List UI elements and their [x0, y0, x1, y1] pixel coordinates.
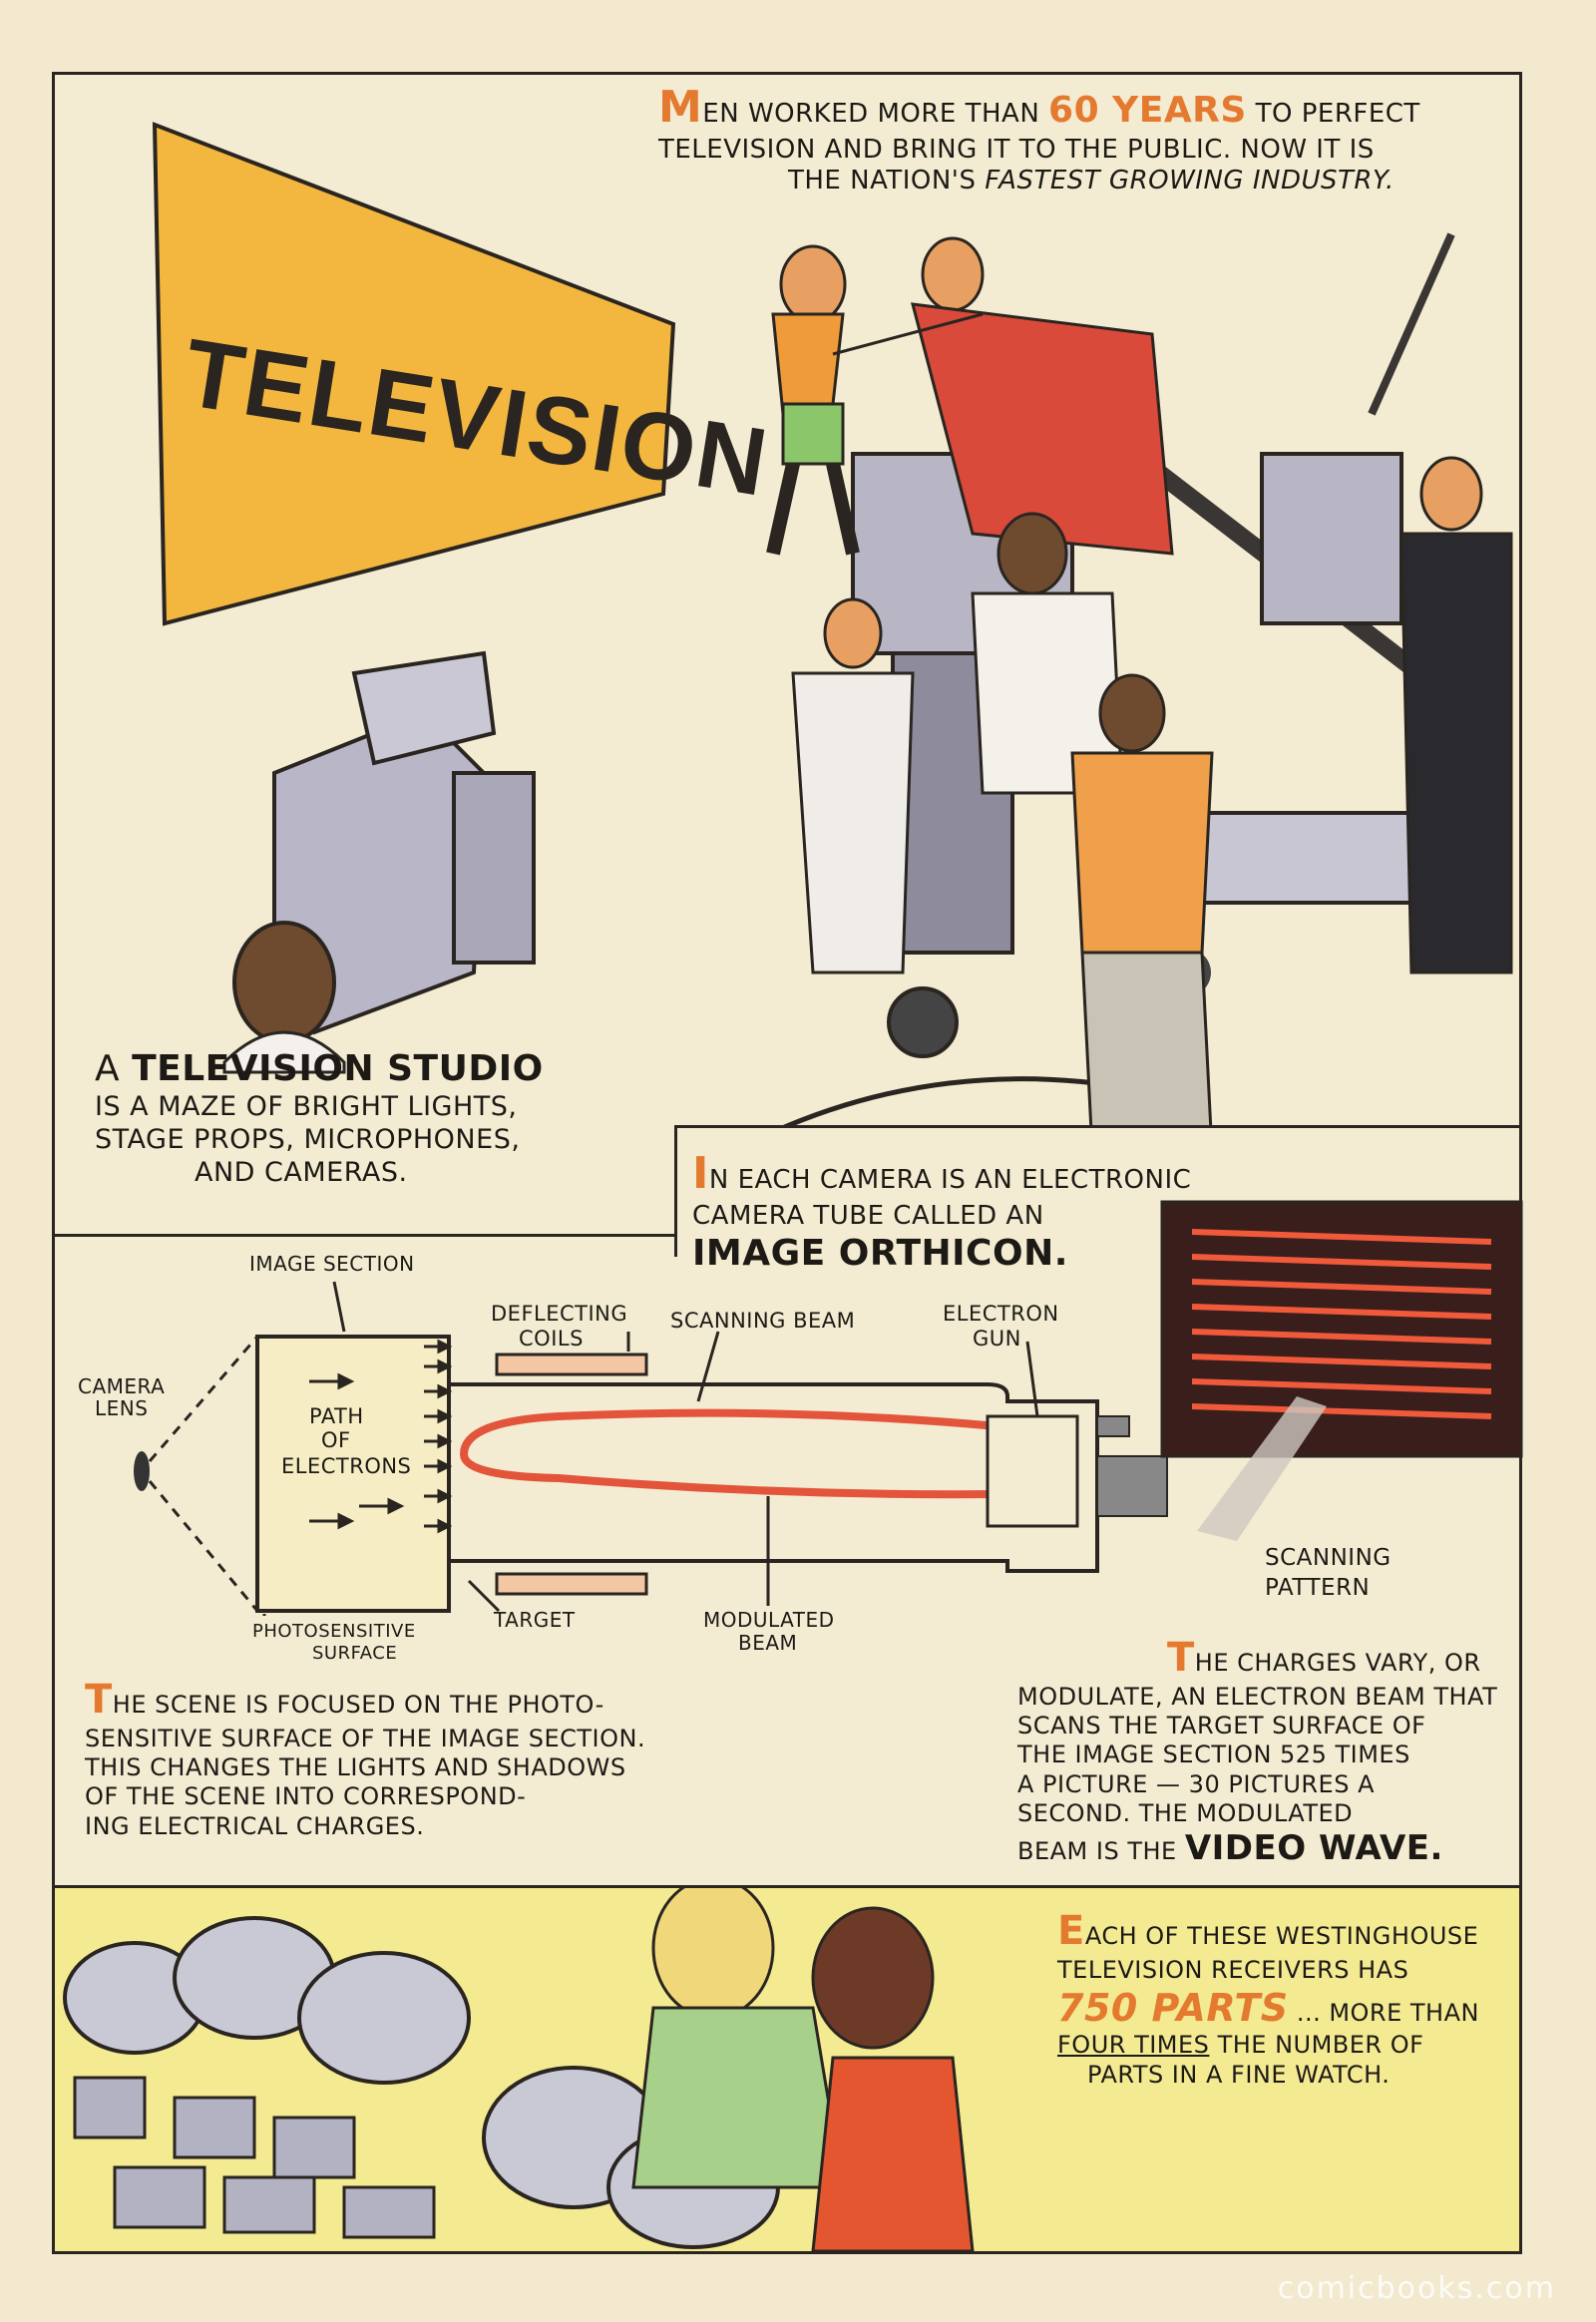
- label-image-section: IMAGE SECTION: [249, 1252, 415, 1276]
- charges-caption-line-5: A PICTURE — 30 PICTURES A: [1017, 1769, 1376, 1798]
- camera-caption: IN EACH CAMERA IS AN ELECTRONIC CAMERA T…: [692, 1147, 1351, 1276]
- label-camera-lens-1: CAMERA: [78, 1374, 166, 1398]
- studio-caption-line-2: STAGE PROPS, MICROPHONES,: [95, 1123, 521, 1155]
- worker-2-head: [811, 1906, 935, 2050]
- charges-caption: THE CHARGES VARY, OR MODULATE, AN ELECTR…: [1017, 1634, 1516, 1870]
- studio-caption-heading: TELEVISION STUDIO: [132, 1048, 544, 1089]
- scene-caption-line-4: OF THE SCENE INTO CORRESPOND-: [85, 1782, 527, 1811]
- label-path-1: PATH: [309, 1404, 364, 1428]
- scene-caption-text-1: HE SCENE IS FOCUSED ON THE PHOTO-: [112, 1691, 604, 1719]
- intro-line-3-b: FASTEST GROWING INDUSTRY.: [985, 166, 1395, 196]
- parts-caption-underline: FOUR TIMES: [1057, 2031, 1210, 2060]
- label-electron-gun-1: ELECTRON: [943, 1302, 1059, 1326]
- label-modulated-1: MODULATED: [703, 1608, 835, 1632]
- parts-caption-drop-cap: E: [1057, 1908, 1085, 1954]
- studio-caption-lead: A: [95, 1048, 121, 1089]
- parts-caption-line-5: PARTS IN A FINE WATCH.: [1087, 2060, 1391, 2089]
- parts-caption-text-4: THE NUMBER OF: [1217, 2031, 1424, 2060]
- charges-caption-line-2: MODULATE, AN ELECTRON BEAM THAT: [1017, 1682, 1498, 1711]
- fencing-actors: [766, 236, 1174, 556]
- factory-panel: [52, 1885, 1522, 2254]
- intro-line-3-a: THE NATION'S: [788, 166, 977, 196]
- intro-caption: MEN WORKED MORE THAN 60 YEARS TO PERFECT…: [658, 81, 1516, 197]
- charges-caption-drop-cap: T: [1167, 1635, 1195, 1681]
- label-modulated-2: BEAM: [738, 1631, 798, 1655]
- label-target: TARGET: [494, 1608, 576, 1632]
- camera-caption-line-2: CAMERA TUBE CALLED AN: [692, 1200, 1044, 1231]
- parts-caption-line-4: FOUR TIMES THE NUMBER OF: [1057, 2031, 1516, 2060]
- scene-caption-drop-cap: T: [85, 1677, 113, 1723]
- label-photosensitive-2: SURFACE: [312, 1643, 398, 1664]
- watermark: comicbooks.com: [1277, 2271, 1556, 2306]
- label-scanning-pattern-2: PATTERN: [1265, 1575, 1371, 1601]
- label-photosensitive-1: PHOTOSENSITIVE: [252, 1621, 416, 1642]
- intro-text-a: EN WORKED MORE THAN: [702, 99, 1040, 129]
- camera-caption-heading: IMAGE ORTHICON.: [692, 1233, 1068, 1275]
- label-scanning-beam: SCANNING BEAM: [670, 1309, 856, 1333]
- charges-caption-heading: VIDEO WAVE.: [1184, 1828, 1443, 1869]
- charges-caption-line-3: SCANS THE TARGET SURFACE OF: [1017, 1712, 1426, 1741]
- label-path-3: ELECTRONS: [281, 1454, 412, 1478]
- parts-caption: EACH OF THESE WESTINGHOUSE TELEVISION RE…: [1057, 1907, 1516, 2090]
- parts-caption-text-1: ACH OF THESE WESTINGHOUSE: [1084, 1922, 1479, 1950]
- camera-caption-line-1: IN EACH CAMERA IS AN ELECTRONIC: [692, 1147, 1351, 1201]
- label-path-2: OF: [321, 1428, 351, 1452]
- label-deflecting-2: COILS: [519, 1327, 584, 1351]
- charges-caption-line-6: SECOND. THE MODULATED: [1017, 1798, 1354, 1827]
- intro-highlight: 60 YEARS: [1048, 90, 1247, 131]
- parts-caption-text-3: ... MORE THAN: [1296, 1999, 1479, 2028]
- charges-caption-text-1: HE CHARGES VARY, OR: [1194, 1649, 1481, 1677]
- scene-caption-line-5: ING ELECTRICAL CHARGES.: [85, 1811, 425, 1840]
- scene-caption-line-2: SENSITIVE SURFACE OF THE IMAGE SECTION.: [85, 1724, 646, 1752]
- label-electron-gun-2: GUN: [973, 1327, 1021, 1351]
- label-scanning-pattern-1: SCANNING: [1265, 1545, 1392, 1571]
- scene-caption-line-3: THIS CHANGES THE LIGHTS AND SHADOWS: [85, 1753, 626, 1782]
- charges-caption-line-1: THE CHARGES VARY, OR: [1167, 1634, 1516, 1683]
- charges-caption-line-7: BEAM IS THE VIDEO WAVE.: [1017, 1828, 1516, 1869]
- intro-line-1: MEN WORKED MORE THAN 60 YEARS TO PERFECT: [658, 81, 1516, 135]
- studio-caption-line-3: AND CAMERAS.: [195, 1156, 408, 1188]
- studio-caption-line-1: IS A MAZE OF BRIGHT LIGHTS,: [95, 1090, 518, 1122]
- crew-members: [791, 456, 1513, 1154]
- intro-drop-cap: M: [658, 82, 703, 133]
- studio-caption: A TELEVISION STUDIO IS A MAZE OF BRIGHT …: [95, 1047, 653, 1190]
- intro-line-3: THE NATION'S FASTEST GROWING INDUSTRY.: [788, 166, 1516, 197]
- parts-caption-line-1: EACH OF THESE WESTINGHOUSE: [1057, 1907, 1516, 1956]
- parts-caption-highlight: 750 PARTS: [1057, 1986, 1289, 2031]
- camera-caption-text-1: N EACH CAMERA IS AN ELECTRONIC: [708, 1165, 1192, 1195]
- charges-caption-line-4: THE IMAGE SECTION 525 TIMES: [1017, 1741, 1410, 1769]
- studio-caption-heading-line: A TELEVISION STUDIO: [95, 1047, 653, 1091]
- label-camera-lens-2: LENS: [95, 1396, 149, 1420]
- intro-text-b: TO PERFECT: [1255, 99, 1420, 129]
- camera-caption-drop-cap: I: [692, 1148, 709, 1199]
- television-sign: [152, 122, 676, 626]
- studio-illustration: [152, 122, 1513, 1154]
- parts-caption-line-3: 750 PARTS ... MORE THAN: [1057, 1985, 1516, 2031]
- label-deflecting-1: DEFLECTING: [491, 1302, 628, 1326]
- charges-caption-text-7: BEAM IS THE: [1017, 1837, 1177, 1866]
- parts-caption-line-2: TELEVISION RECEIVERS HAS: [1057, 1955, 1409, 1984]
- factory-illustration: [63, 1888, 975, 2251]
- intro-line-2: TELEVISION AND BRING IT TO THE PUBLIC. N…: [658, 134, 1375, 165]
- worker-1-head: [651, 1888, 775, 2020]
- studio-panel: TELEVISION MEN WORKED MORE THAN 60 YEARS…: [52, 72, 1522, 1237]
- scene-caption: THE SCENE IS FOCUSED ON THE PHOTO- SENSI…: [85, 1676, 723, 1841]
- studio-camera-left: [222, 650, 536, 1074]
- scene-caption-line-1: THE SCENE IS FOCUSED ON THE PHOTO-: [85, 1676, 723, 1725]
